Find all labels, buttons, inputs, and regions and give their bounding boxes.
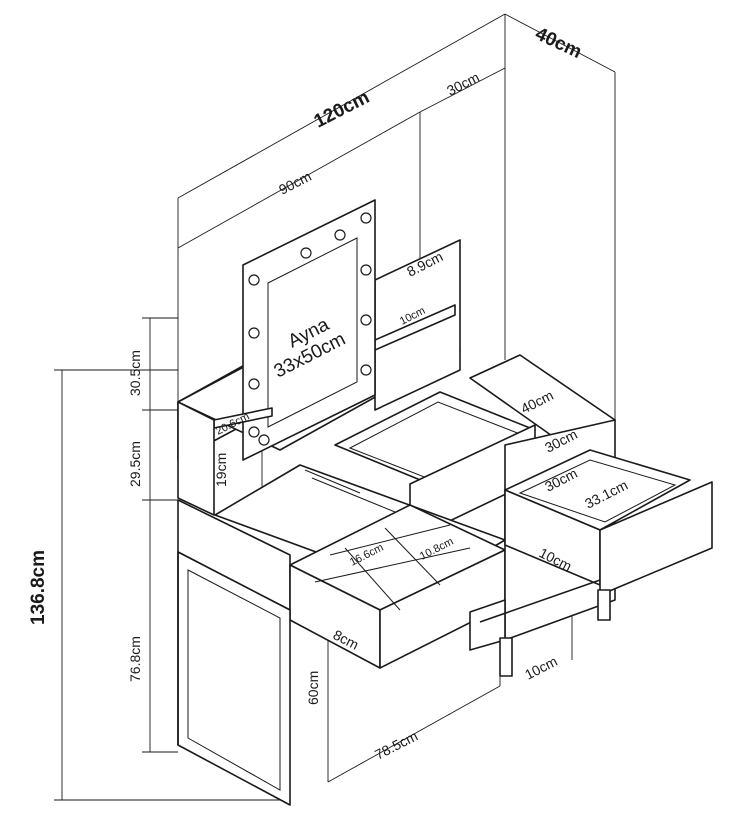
upper-drawer <box>334 391 536 541</box>
label-desk-width: 78.5cm <box>372 728 420 763</box>
dimension-lines <box>54 13 616 801</box>
label-leg-height: 60cm <box>305 671 321 705</box>
left-leg-frame <box>177 551 291 806</box>
label-middle-section: 29.5cm <box>127 441 143 487</box>
side-table <box>469 354 713 677</box>
label-lower-section: 76.8cm <box>127 636 143 682</box>
label-side-unit-width: 30cm <box>444 69 482 99</box>
label-total-height: 136.8cm <box>28 550 49 625</box>
mirror <box>242 199 376 461</box>
label-side-leg-height: 10cm <box>522 653 560 683</box>
vanity-table <box>177 199 713 806</box>
left-upright <box>177 401 215 516</box>
label-mirror-width: 90cm <box>276 168 314 198</box>
organizer-drawer <box>289 504 506 669</box>
label-total-depth: 40cm <box>532 23 585 63</box>
label-left-shelf-height: 19cm <box>213 453 229 487</box>
label-total-width: 120cm <box>311 87 373 133</box>
label-upper-section: 30.5cm <box>127 350 143 396</box>
